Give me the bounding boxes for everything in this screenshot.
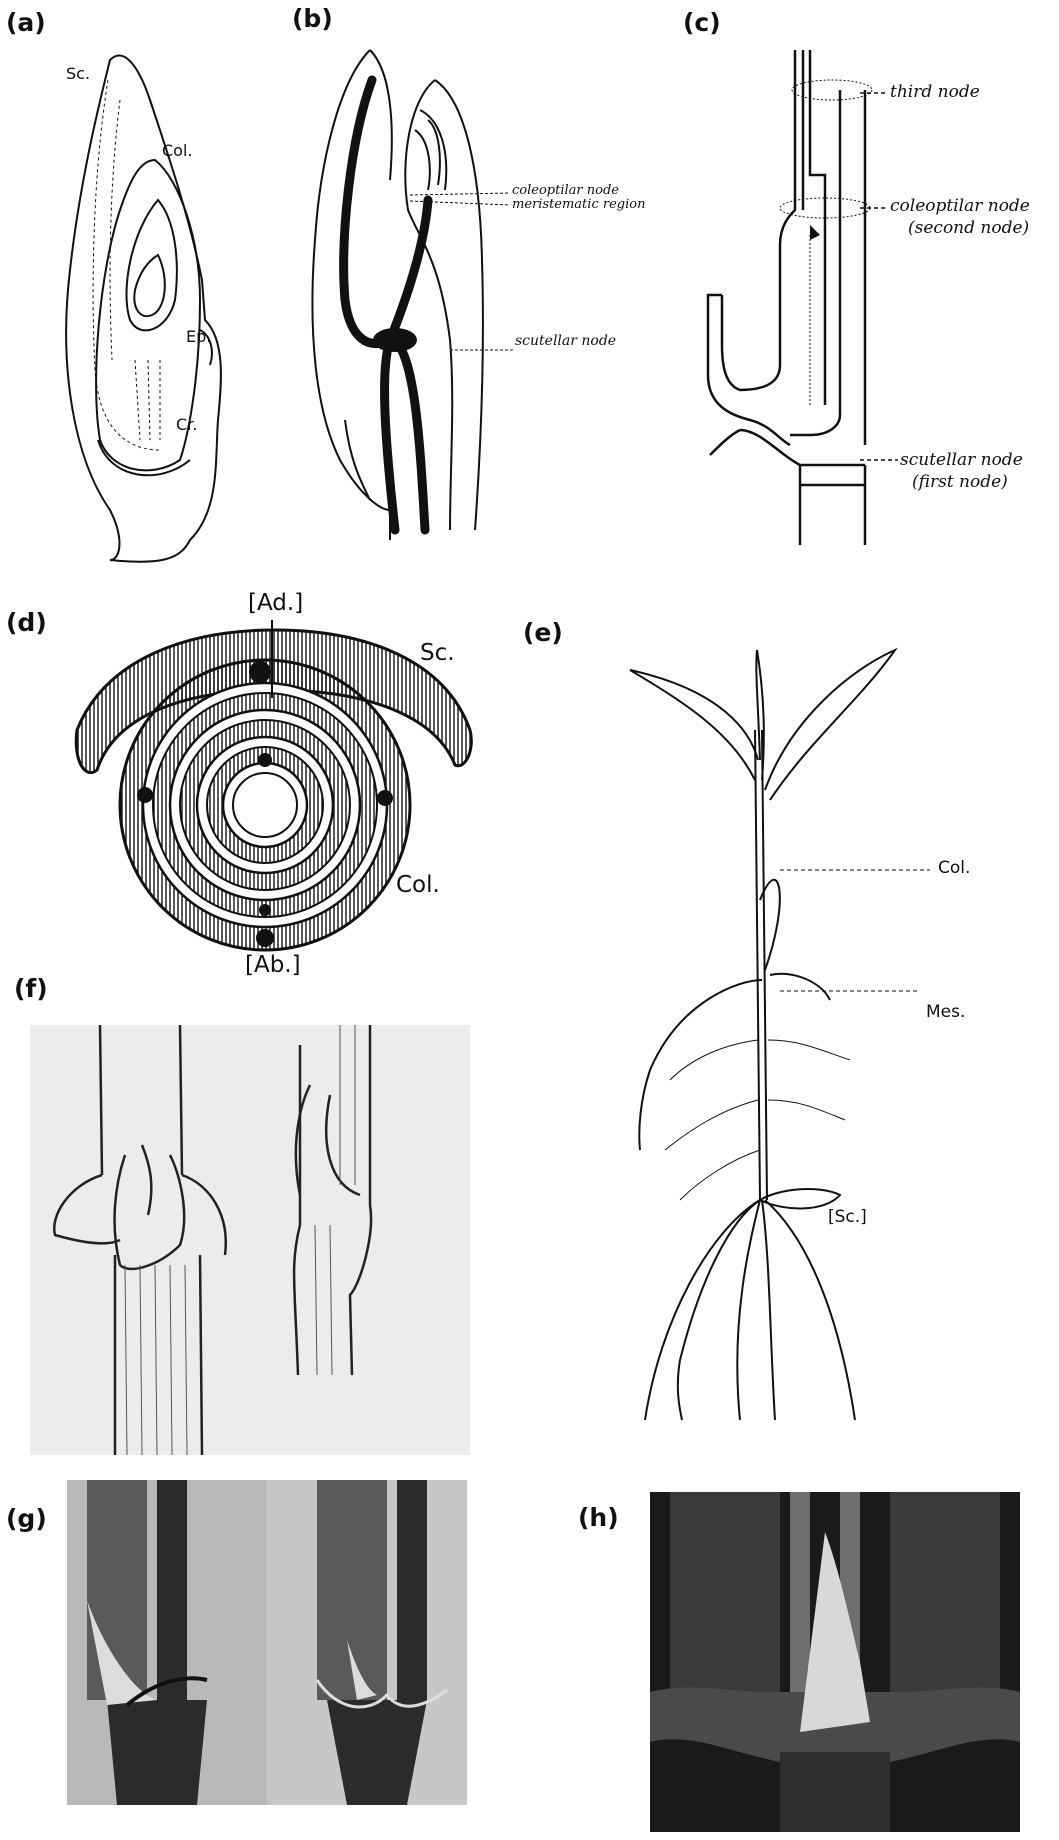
sc-tag-a: Sc. [66, 64, 90, 83]
panel-b-leader-lines [410, 185, 540, 345]
panel-f-label: (f) [14, 974, 48, 1003]
panel-g-node-photos [67, 1480, 467, 1805]
sc-tag-d: Sc. [420, 640, 455, 666]
first-node-tag-c: (first node) [912, 472, 1008, 492]
panel-e-seedling-drawing [620, 640, 950, 1420]
panel-a-label: (a) [6, 8, 46, 37]
col-tag-a: Col. [162, 141, 193, 160]
sc-tag-e: [Sc.] [828, 1207, 867, 1227]
panel-c-leader-lines [860, 80, 920, 480]
panel-c-label: (c) [683, 8, 721, 37]
panel-h-label: (h) [578, 1503, 619, 1532]
panel-e-leader-lines [780, 860, 960, 1020]
panel-g-label: (g) [6, 1504, 47, 1533]
panel-h-node-photo [650, 1492, 1020, 1832]
panel-a-embryo-drawing [40, 40, 300, 600]
ad-tag-d: [Ad.] [248, 590, 303, 616]
panel-b-label: (b) [292, 4, 333, 33]
col-tag-d: Col. [396, 872, 440, 898]
panel-e-label: (e) [523, 618, 563, 647]
panel-d-cross-section [65, 620, 485, 960]
second-node-tag-c: (second node) [908, 218, 1029, 238]
ep-tag-a: Ep. [186, 327, 211, 346]
panel-f-node-illustration [30, 1025, 470, 1455]
mes-tag-e: Mes. [926, 1002, 965, 1022]
col-tag-e: Col. [938, 858, 970, 878]
cr-tag-a: Cr. [176, 415, 197, 434]
panel-d-label: (d) [6, 608, 47, 637]
ab-tag-d: [Ab.] [245, 952, 301, 978]
